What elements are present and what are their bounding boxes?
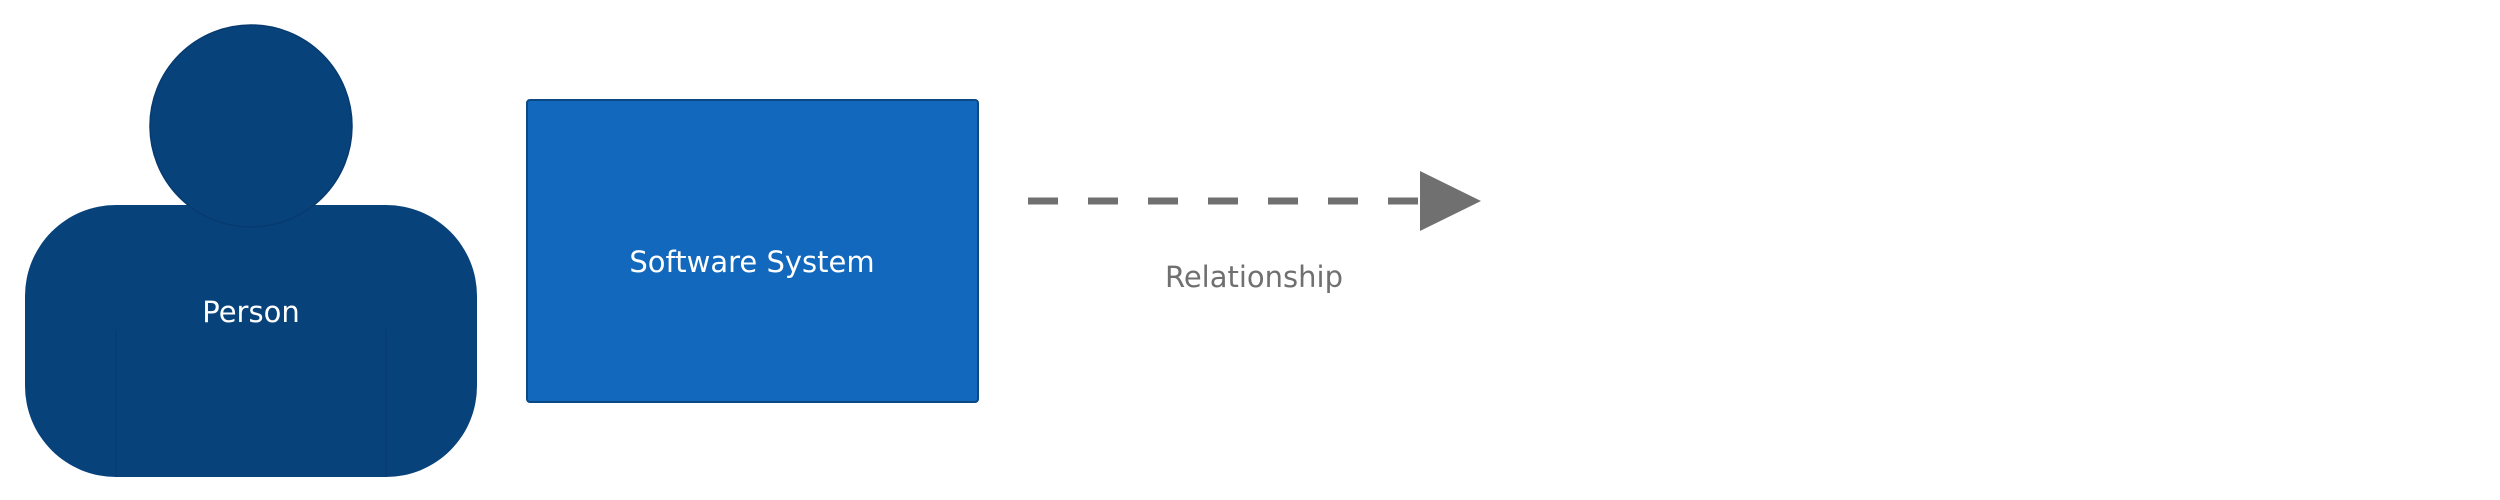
person-head (149, 24, 353, 228)
relationship-arrow[interactable]: Relationship (1028, 171, 1481, 294)
software-system-box (526, 99, 979, 403)
person-element[interactable]: Person (25, 24, 477, 477)
arrowhead-icon (1420, 171, 1481, 231)
person-label: Person (202, 295, 299, 329)
software-system-element[interactable]: Software System (526, 99, 979, 403)
person-body (25, 205, 477, 477)
software-system-label: Software System (629, 245, 874, 279)
relationship-label: Relationship (1165, 260, 1343, 294)
